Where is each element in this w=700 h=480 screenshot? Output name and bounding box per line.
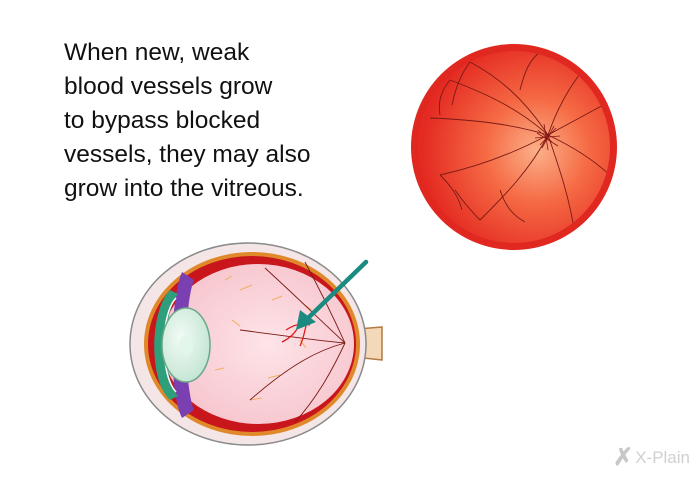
arrow-shaft xyxy=(303,259,369,323)
vitreous-body xyxy=(162,264,354,424)
vitreous-fibers xyxy=(214,275,313,401)
caption: When new, weak blood vessels grow to byp… xyxy=(64,36,394,206)
neovascular-tuft xyxy=(534,123,561,151)
arrow-head xyxy=(296,310,316,330)
retina-fundus xyxy=(411,44,617,250)
lens-nucleus xyxy=(179,335,193,355)
caption-line-4: vessels, they may also xyxy=(64,141,311,168)
xplain-logo: ✗ X-Plain xyxy=(613,446,690,470)
logo-x-icon: ✗ xyxy=(613,444,634,471)
retina-disc xyxy=(418,51,610,243)
retina-vessels xyxy=(429,51,610,236)
caption-line-5: grow into the vitreous. xyxy=(64,175,304,202)
logo-text: X-Plain xyxy=(635,448,690,467)
eye-cross-section xyxy=(129,242,383,446)
caption-line-2: blood vessels grow xyxy=(64,73,273,100)
caption-line-3: to bypass blocked xyxy=(64,107,261,134)
cornea xyxy=(154,290,178,400)
caption-line-1: When new, weak xyxy=(64,39,250,66)
